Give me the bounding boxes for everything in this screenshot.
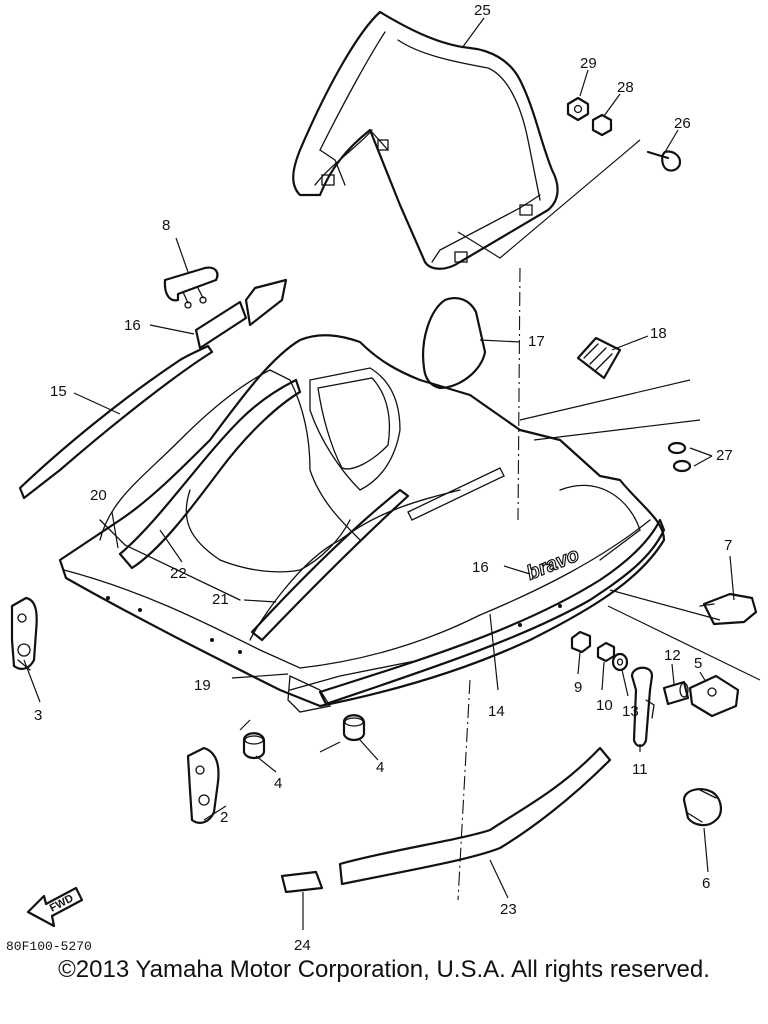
backrest-pad — [422, 296, 487, 390]
callout-28: 28 — [617, 79, 634, 96]
fwd-arrow: FWD — [26, 886, 84, 928]
callout-16: 16 — [472, 559, 489, 576]
svg-text:bravo: bravo — [524, 544, 583, 585]
callout-25: 25 — [474, 2, 491, 19]
callout-9: 9 — [574, 679, 582, 696]
nut — [570, 630, 592, 654]
washer-nut — [591, 113, 613, 137]
emblem — [576, 336, 622, 380]
latch-arm — [630, 666, 655, 748]
cap-nut — [566, 96, 590, 122]
side-trim — [118, 378, 666, 706]
callout-5: 5 — [694, 655, 702, 672]
callout-3: 3 — [34, 707, 42, 724]
callout-17: 17 — [528, 333, 545, 350]
callout-8: 8 — [162, 217, 170, 234]
callout-7: 7 — [724, 537, 732, 554]
collar — [662, 680, 690, 706]
bumper-strip — [338, 746, 612, 886]
pad — [280, 870, 324, 894]
brand-decal: bravo — [523, 543, 583, 585]
callout-18: 18 — [650, 325, 667, 342]
leader-lines — [23, 17, 735, 930]
callout-19: 19 — [194, 677, 211, 694]
callout-26: 26 — [674, 115, 691, 132]
callout-20: 20 — [90, 487, 107, 504]
trim-strip — [18, 344, 214, 500]
callout-11: 11 — [632, 761, 648, 778]
windshield — [292, 10, 559, 270]
decal-strip — [194, 278, 288, 350]
callout-15: 15 — [50, 383, 67, 400]
callout-22: 22 — [170, 565, 187, 582]
screw — [646, 150, 682, 172]
callout-29: 29 — [580, 55, 597, 72]
callout-4: 4 — [376, 759, 384, 776]
callout-23: 23 — [500, 901, 517, 918]
hinge — [186, 746, 220, 824]
grommet — [242, 732, 266, 760]
latch-bracket — [688, 674, 740, 718]
callout-6: 6 — [702, 875, 710, 892]
callout-4: 4 — [274, 775, 282, 792]
assembly-lines — [239, 139, 761, 901]
callout-10: 10 — [596, 697, 613, 714]
callout-12: 12 — [664, 647, 681, 664]
callout-16: 16 — [124, 317, 141, 334]
callout-13: 13 — [622, 703, 639, 720]
callout-2: 2 — [220, 809, 228, 826]
callout-27: 27 — [716, 447, 733, 464]
copyright-notice: ©2013 Yamaha Motor Corporation, U.S.A. A… — [58, 956, 710, 983]
callout-labels: 25 29 28 26 8 16 17 18 15 27 20 22 16 7 … — [34, 2, 733, 954]
nut — [596, 641, 616, 663]
washer — [611, 652, 629, 672]
knob — [682, 788, 722, 827]
callout-24: 24 — [294, 937, 311, 954]
hood-cover — [58, 334, 666, 713]
grommet — [342, 714, 366, 742]
grab-handle-bracket — [163, 266, 219, 309]
clips — [667, 441, 692, 473]
hinge — [10, 596, 38, 671]
callout-21: 21 — [212, 591, 229, 608]
callout-14: 14 — [488, 703, 505, 720]
handle — [699, 592, 758, 626]
diagram-code: 80F100-5270 — [6, 939, 92, 954]
